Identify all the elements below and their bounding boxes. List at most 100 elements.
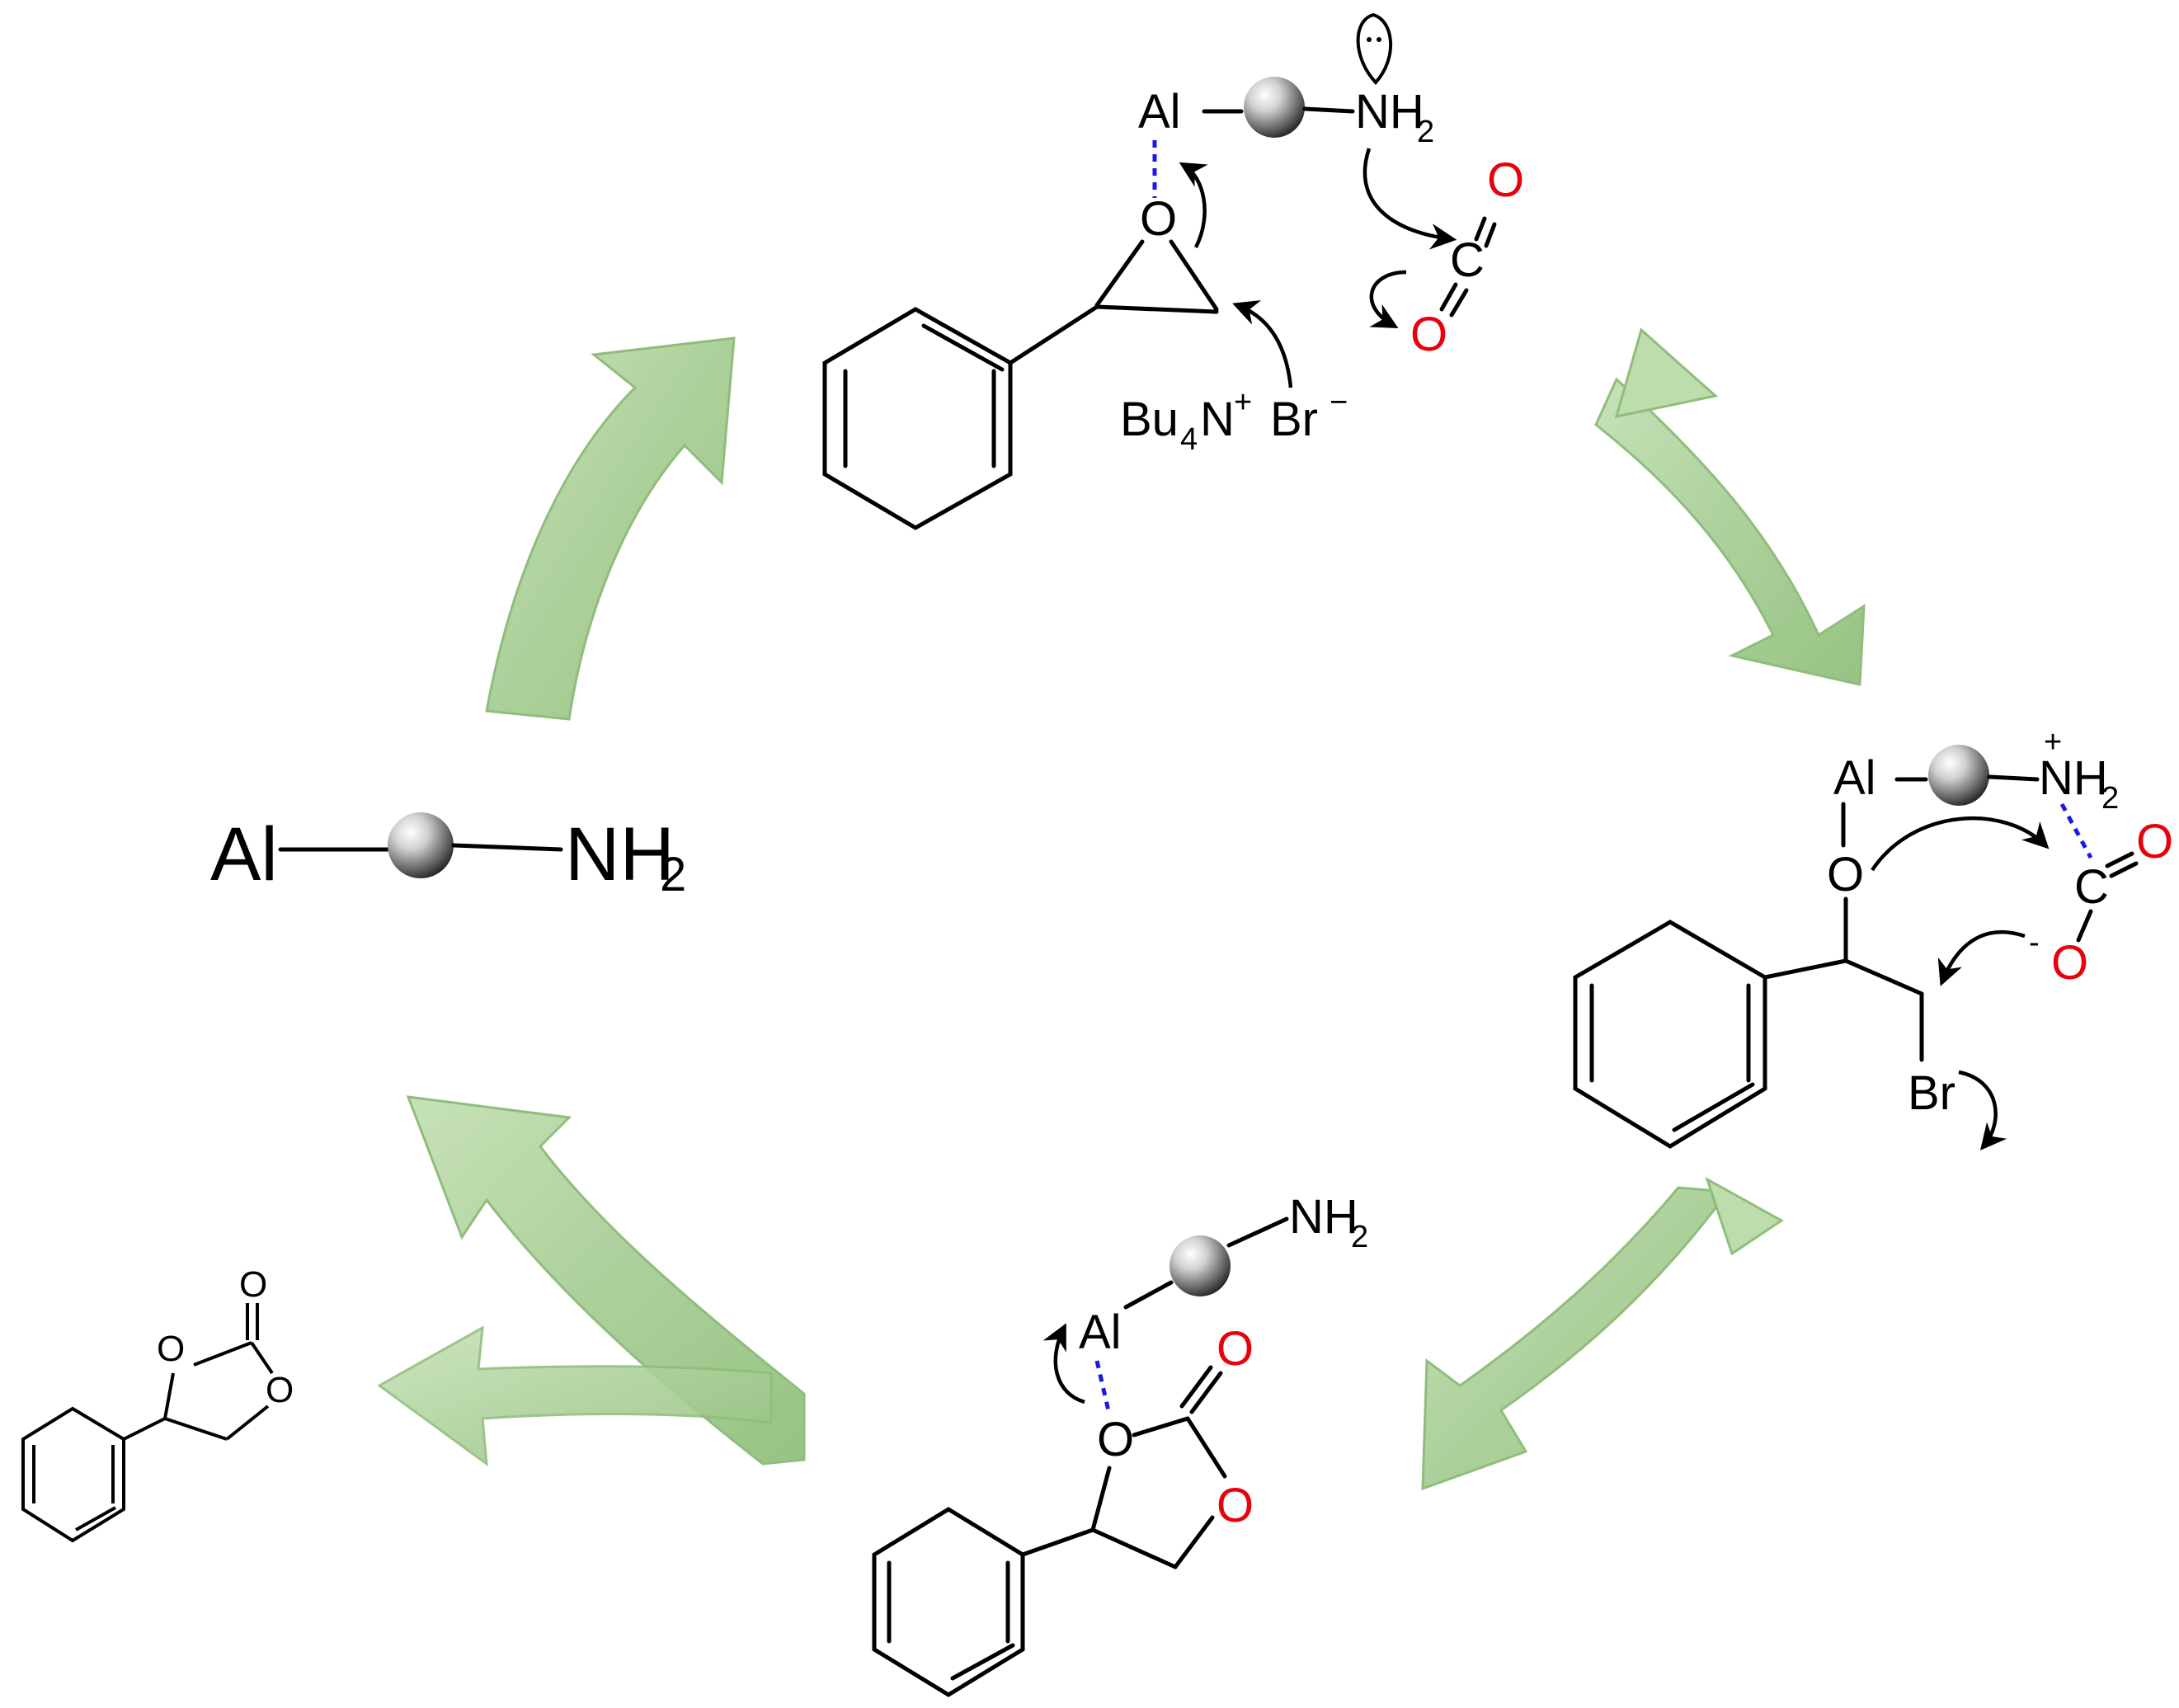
step2-nh-o-hbond xyxy=(2059,802,2093,859)
step3-release-arrow xyxy=(1042,1323,1085,1405)
product-ring-o1: O xyxy=(157,1329,185,1369)
step2-alkoxide-o: O xyxy=(1827,848,1864,901)
product-phenyl-double-3 xyxy=(75,1506,116,1532)
step3-sub2: 2 xyxy=(1351,1220,1368,1254)
catalyst-al-label: Al xyxy=(210,812,278,896)
step3-carbonyl-a xyxy=(1189,1371,1223,1414)
step2-nh-label: NH xyxy=(2039,751,2108,805)
step1-amine-co2-arrow xyxy=(1362,148,1457,250)
product-release-arrow xyxy=(377,1325,773,1467)
step2-ring-closure-arrow xyxy=(1937,929,2026,986)
product-phenyl-ring xyxy=(21,1406,125,1543)
step2-co-double-a xyxy=(2105,851,2134,868)
step3-phenyl-link xyxy=(1020,1527,1095,1557)
step3-phenyl-ring xyxy=(872,1507,1025,1697)
step1-n-bond xyxy=(1302,106,1355,114)
step2-o-minus: O xyxy=(2051,936,2088,990)
cycle-arrow-upper-right xyxy=(1594,377,1866,686)
tbab-n: N xyxy=(1200,393,1235,446)
tbab-br: Br xyxy=(1270,393,1318,446)
epoxide-bond-1 xyxy=(1094,239,1145,308)
epoxide-bond-2 xyxy=(1169,239,1219,312)
step2-al-label: Al xyxy=(1833,751,1876,805)
product-c-o1-bond xyxy=(193,1341,252,1367)
tbab-minus: − xyxy=(1330,385,1348,420)
cycle-arrow-upper-right-tail xyxy=(1614,327,1719,418)
step2-phenyl-double-3 xyxy=(1672,1082,1755,1132)
cycle-arrow-upper-left xyxy=(485,336,736,721)
step3-al-label: Al xyxy=(1079,1306,1122,1359)
step3-carbonate-complex: NH 2 Al O O O xyxy=(872,1190,1368,1697)
step1-co2-o1: O xyxy=(1487,153,1524,207)
step3-sphere xyxy=(1170,1235,1231,1296)
step2-sphere xyxy=(1928,745,1989,806)
step1-bromide-attack-arrow xyxy=(1232,300,1293,388)
step3-ch-o1-bond xyxy=(1090,1466,1112,1532)
step2-intermediate: Al NH 2 + O Br C O O - xyxy=(1573,725,2173,1150)
step3-o1-c-bond xyxy=(1132,1416,1190,1437)
step1-co2-o2: O xyxy=(1410,308,1447,361)
cycle-arrow-lower-right xyxy=(1421,1186,1730,1491)
step2-o-top: O xyxy=(2136,815,2173,868)
step3-o2-ch2-bond xyxy=(1173,1515,1215,1569)
step1-nh-label: NH xyxy=(1355,85,1424,139)
step2-n-bond xyxy=(1987,774,2040,782)
step1-co2-c: C xyxy=(1450,233,1485,287)
lone-pair-dot-2 xyxy=(1377,37,1381,42)
step2-co-double-b xyxy=(2109,861,2139,878)
product-phenyl-link xyxy=(123,1417,166,1441)
catalyst-amine-al: Al NH 2 xyxy=(210,812,686,901)
step3-carbonyl-b xyxy=(1179,1365,1213,1409)
step3-al-o-coordination xyxy=(1094,1360,1112,1415)
cycle-arrow-lower-right-tail xyxy=(1705,1176,1784,1256)
step2-sub2: 2 xyxy=(2101,781,2119,816)
step1-phenyl-link xyxy=(1008,304,1099,365)
cycle-arrows xyxy=(377,327,1866,1491)
tbab-bu: Bu xyxy=(1120,393,1179,446)
tbab-plus: + xyxy=(1234,385,1252,420)
step1-sphere xyxy=(1244,77,1305,138)
step2-minus: - xyxy=(2029,925,2040,960)
product-carbonyl-o: O xyxy=(239,1264,267,1305)
product-ch2-ch-bond xyxy=(164,1417,228,1441)
step3-ring-o2: O xyxy=(1217,1479,1254,1532)
step3-nh-label: NH xyxy=(1289,1190,1358,1244)
product-o2-ch2-bond xyxy=(225,1405,270,1441)
product-styrene-carbonate: O O O xyxy=(21,1264,294,1543)
step2-c-c-bond xyxy=(1843,958,1924,996)
step3-carbonyl-o: O xyxy=(1217,1322,1254,1376)
epoxide-bond-3 xyxy=(1094,304,1219,314)
step2-transfer-arrow xyxy=(1871,816,2050,872)
step1-phenyl-ring xyxy=(822,307,1013,530)
step2-c-phenyl-link xyxy=(1762,958,1848,980)
step2-br: Br xyxy=(1908,1066,1955,1120)
lone-pair-dot-1 xyxy=(1367,37,1372,42)
step3-al-bond xyxy=(1123,1280,1174,1310)
product-ring-o2: O xyxy=(266,1370,294,1410)
lone-pair-lobe xyxy=(1356,12,1393,85)
co2-double-1a xyxy=(1474,216,1487,242)
step2-c-o-single xyxy=(2076,909,2093,943)
step2-phenyl-ring xyxy=(1573,920,1767,1149)
catalyst-nh-label: NH xyxy=(565,812,675,896)
step1-al-label: Al xyxy=(1138,85,1181,139)
product-c-o2-bond xyxy=(250,1341,274,1375)
catalyst-bond-right xyxy=(451,843,563,852)
co2-double-2a xyxy=(1439,282,1458,312)
step1-epoxide-activation: Al NH 2 O C O O Bu xyxy=(822,12,1524,530)
step1-co2-pi-arrow xyxy=(1369,270,1407,329)
step3-n-bond xyxy=(1226,1216,1289,1248)
step2-c: C xyxy=(2074,860,2109,914)
step3-phenyl-double-3 xyxy=(950,1643,1015,1681)
step1-epoxide-o: O xyxy=(1140,192,1177,246)
tbab-sub4: 4 xyxy=(1180,422,1198,457)
step3-ring-o1: O xyxy=(1097,1413,1134,1466)
step3-ch2-ch-bond xyxy=(1090,1527,1178,1569)
step1-sub2: 2 xyxy=(1417,115,1434,149)
step1-phenyl-double-3 xyxy=(921,323,1005,372)
catalyst-sub2: 2 xyxy=(660,848,686,901)
step2-plus: + xyxy=(2044,725,2062,760)
co2-double-2b xyxy=(1449,288,1469,318)
co2-double-1b xyxy=(1484,222,1497,248)
